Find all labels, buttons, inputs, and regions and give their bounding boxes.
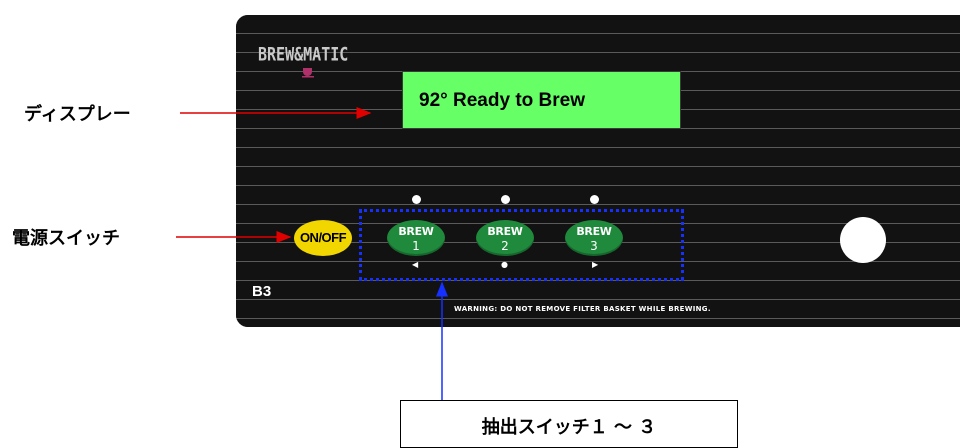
coffee-cup-icon [302,68,314,78]
display-text: 92° Ready to Brew [419,90,585,111]
brew-switches-callout: 抽出スイッチ１ ～ ３ [400,400,738,448]
indicator-led-3 [590,195,599,204]
lcd-display: 92° Ready to Brew [402,71,681,129]
brand-logo: BREW&MATIC [258,42,349,66]
model-label: B3 [252,283,272,300]
indicator-led-2 [501,195,510,204]
brew-switch-highlight [359,209,684,281]
dot-icon: ● [501,260,508,269]
panel-stripes [236,15,960,327]
control-panel: BREW&MATIC 92° Ready to Brew ON/OFF BREW… [236,15,960,327]
warning-text: WARNING: DO NOT REMOVE FILTER BASKET WHI… [454,305,711,313]
brew-button-label: BREW [576,225,612,238]
brew-button-label: BREW [398,225,434,238]
left-arrow-icon: ◀ [412,260,419,269]
brew-button-1[interactable]: BREW 1 [387,220,445,256]
white-knob[interactable] [840,217,886,263]
brew-button-number: 3 [590,239,598,253]
power-switch-label: 電源スイッチ [12,228,120,249]
brew-button-number: 1 [412,239,420,253]
brew-button-2[interactable]: BREW 2 [476,220,534,256]
display-label: ディスプレー [24,104,131,125]
brew-button-3[interactable]: BREW 3 [565,220,623,256]
indicator-led-1 [412,195,421,204]
brew-button-label: BREW [487,225,523,238]
right-arrow-icon: ▶ [592,260,599,269]
brew-switches-label: 抽出スイッチ１ ～ ３ [481,417,657,438]
on-off-button[interactable]: ON/OFF [294,220,352,256]
brew-button-number: 2 [501,239,509,253]
